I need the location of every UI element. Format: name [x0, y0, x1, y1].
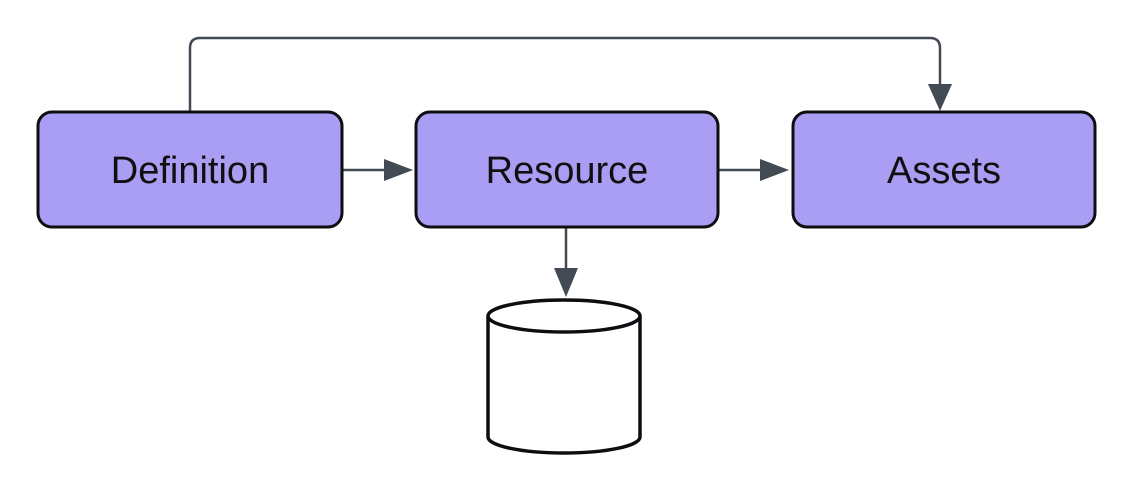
- node-assets-label: Assets: [887, 150, 1001, 192]
- edge-definition-assets: [188, 36, 952, 112]
- node-database-cylinder[interactable]: [486, 298, 642, 455]
- node-resource-label: Resource: [486, 150, 649, 192]
- node-assets[interactable]: Assets: [791, 110, 1097, 229]
- arrowhead-down-icon: [554, 268, 578, 297]
- database-cylinder-body: [486, 316, 642, 455]
- arrowhead-down-icon: [928, 84, 952, 111]
- node-assets-shape: [791, 110, 1097, 229]
- database-cylinder-top: [486, 298, 642, 334]
- edge-definition-assets-line: [188, 36, 942, 112]
- edge-resource-database: [554, 227, 578, 297]
- node-definition-label: Definition: [111, 150, 269, 192]
- edge-resource-assets: [718, 159, 789, 181]
- edge-definition-resource: [342, 159, 413, 181]
- node-resource[interactable]: Resource: [414, 110, 720, 229]
- node-resource-shape: [414, 110, 720, 229]
- arrowhead-right-icon: [384, 159, 413, 181]
- node-definition[interactable]: Definition: [36, 110, 344, 229]
- node-definition-shape: [36, 110, 344, 229]
- arrowhead-right-icon: [760, 159, 789, 181]
